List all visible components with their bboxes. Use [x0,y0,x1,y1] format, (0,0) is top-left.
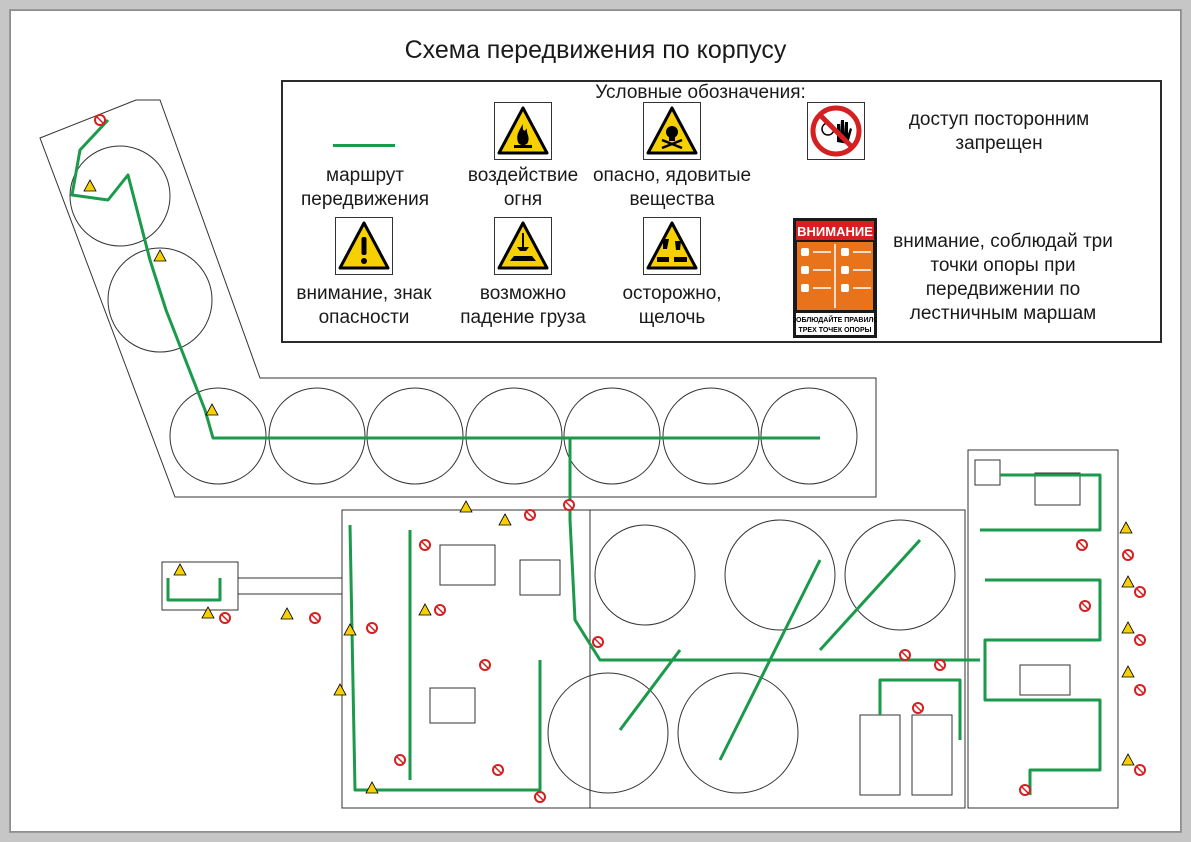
fire-hazard-icon [494,102,552,160]
legend-route-line1: маршрут [326,165,404,186]
legend-fire-line2: огня [503,189,543,210]
general-danger-icon [335,217,393,275]
legend-fire-label: воздействие огня [443,164,603,212]
legend-alkali-label: осторожно, щелочь [591,282,753,330]
legend-no-entry-line2: запрещен [955,133,1043,154]
legend-toxic-line2: вещества [629,189,715,210]
route-line-swatch [333,144,395,147]
three-points-rule-sign: ВНИМАНИЕ СОБЛЮДАЙТЕ ПРАВИЛО ТРЕХ ТОЧЕК О… [793,218,877,338]
legend-three-points-line3: передвижении по [925,279,1081,300]
sign-header-text: ВНИМАНИЕ [797,224,873,239]
poster-inner-border [10,10,1181,832]
legend-heading: Условные обозначения: [595,82,806,103]
legend-toxic-label: опасно, ядовитые вещества [591,164,753,212]
legend-panel: Условные обозначения: маршрут передвижен… [281,80,1162,343]
legend-no-entry-label: доступ посторонним запрещен [893,108,1105,156]
legend-falling-load-line1: возможно [479,283,567,304]
legend-danger-label: внимание, знак опасности [283,282,445,330]
legend-three-points-label: внимание, соблюдай три точки опоры при п… [883,230,1123,326]
falling-load-icon [494,217,552,275]
legend-route-line2: передвижения [300,189,430,210]
legend-danger-line2: опасности [318,307,410,328]
legend-route-label: маршрут передвижения [281,164,449,212]
sign-footer-line1: СОБЛЮДАЙТЕ ПРАВИЛО [793,315,877,324]
legend-toxic-line1: опасно, ядовитые [592,165,752,186]
legend-three-points-line1: внимание, соблюдай три [893,231,1113,252]
legend-alkali-line1: осторожно, [622,283,722,304]
legend-fire-line1: воздействие [467,165,579,186]
legend-three-points-line4: лестничным маршам [909,303,1097,324]
legend-alkali-line2: щелочь [638,307,706,328]
legend-falling-load-label: возможно падение груза [443,282,603,330]
alkali-hazard-icon [643,217,701,275]
legend-danger-line1: внимание, знак [296,283,432,304]
legend-no-entry-line1: доступ посторонним [908,109,1090,130]
sign-footer-line2: ТРЕХ ТОЧЕК ОПОРЫ [798,327,871,334]
legend-three-points-line2: точки опоры при [930,255,1076,276]
no-unauthorized-entry-icon [807,102,865,160]
page-title: Схема передвижения по корпусу [404,36,787,64]
toxic-hazard-icon [643,102,701,160]
legend-falling-load-line2: падение груза [460,307,586,328]
